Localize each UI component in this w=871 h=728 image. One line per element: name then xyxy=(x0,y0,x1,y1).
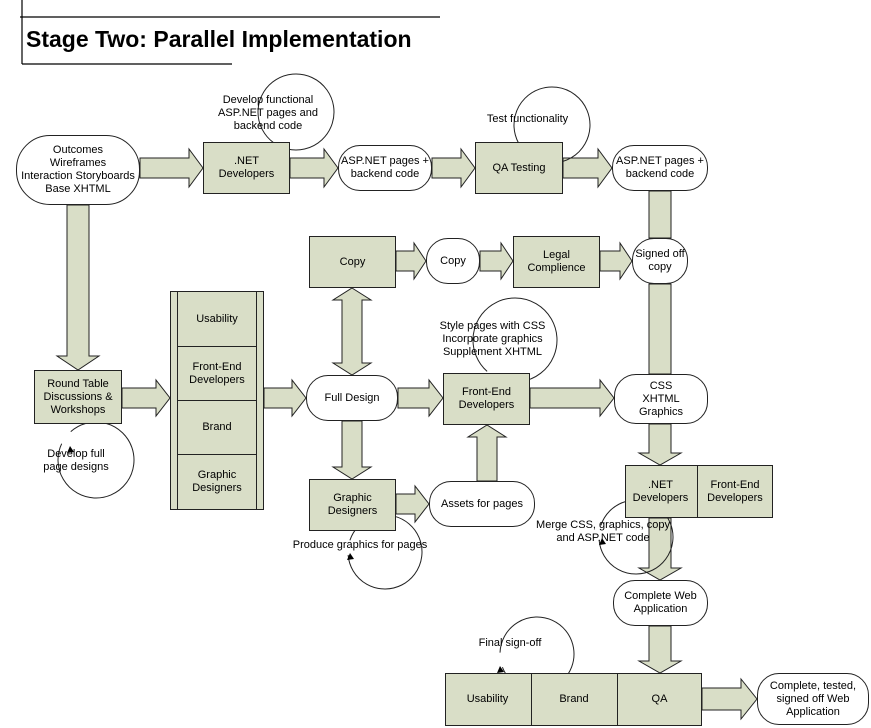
merge-front-end-developers: Front-End Developers xyxy=(707,478,763,504)
team-cell-graphic-designers: Graphic Designers xyxy=(177,455,257,509)
merge-net-developers: .NET Developers xyxy=(632,478,689,504)
complete-tested-node: Complete, tested, signed off Web Applica… xyxy=(757,673,869,725)
qa-testing-node: QA Testing xyxy=(475,142,563,194)
team-cell-front-end: Front-End Developers xyxy=(177,347,257,400)
aspnet-pages-node-2: ASP.NET pages + backend code xyxy=(612,145,708,191)
complete-web-app-node: Complete Web Application xyxy=(613,580,708,626)
merge-pair-node xyxy=(625,465,773,518)
arrow-frontend-to-css xyxy=(529,378,615,418)
final-divider xyxy=(617,674,618,725)
team-divider xyxy=(177,400,257,401)
arrow-outcomes-down xyxy=(55,204,101,371)
team-cell-usability: Usability xyxy=(177,292,257,346)
graphic-designers-node: Graphic Designers xyxy=(309,479,396,531)
arrow-aspnet2-down xyxy=(648,190,672,239)
note-develop-full-page: Develop full page designs xyxy=(43,448,109,473)
team-divider xyxy=(177,454,257,455)
legal-node: Legal Complience xyxy=(513,236,600,288)
team-cell-brand: Brand xyxy=(177,401,257,454)
css-xhtml-graphics-node: CSS XHTML Graphics xyxy=(614,374,708,424)
page-title: Stage Two: Parallel Implementation xyxy=(26,26,412,52)
note-merge-css: Merge CSS, graphics, copy and ASP.NET co… xyxy=(536,519,670,544)
arrow-assets-up xyxy=(466,424,508,482)
arrow-copy-fulldesign xyxy=(331,287,373,376)
arrow-fulldesign-down xyxy=(331,420,373,480)
arrow-css-down xyxy=(637,423,683,466)
arrow-team-to-fulldesign xyxy=(263,378,307,418)
team-stack: Usability Front-End Developers Brand Gra… xyxy=(170,291,264,510)
round-table-node: Round Table Discussions & Workshops xyxy=(34,370,122,424)
note-develop-functional: Develop functional ASP.NET pages and bac… xyxy=(218,93,318,132)
note-test-functionality: Test functionality xyxy=(486,112,569,125)
arrow-outcomes-to-net xyxy=(139,147,204,189)
copy-box-node: Copy xyxy=(309,236,396,288)
arrow-merge-down xyxy=(637,517,683,581)
merge-divider xyxy=(697,466,698,517)
aspnet-pages-node-1: ASP.NET pages + backend code xyxy=(338,145,432,191)
arrow-copybox-to-copypill xyxy=(395,241,427,281)
arrow-fulldesign-to-frontend xyxy=(397,378,444,418)
arrow-aspnet-to-qa xyxy=(431,147,476,189)
final-brand: Brand xyxy=(559,693,589,705)
loop-merge-css xyxy=(598,499,674,575)
arrow-qa-to-complete xyxy=(701,677,758,721)
front-end-developers-node: Front-End Developers xyxy=(443,373,530,425)
net-developers-node: .NET Developers xyxy=(203,142,290,194)
final-qa: QA xyxy=(651,693,668,705)
note-style-pages: Style pages with CSS Incorporate graphic… xyxy=(439,319,546,358)
team-divider xyxy=(177,346,257,347)
arrow-signed-down xyxy=(648,283,672,375)
signed-off-copy-node: Signed off copy xyxy=(632,238,688,284)
full-design-node: Full Design xyxy=(306,375,398,421)
arrow-net-to-aspnet xyxy=(289,147,339,189)
arrow-graphic-to-assets xyxy=(395,484,430,524)
final-divider xyxy=(531,674,532,725)
assets-for-pages-node: Assets for pages xyxy=(429,481,535,527)
arrow-qa-to-aspnet xyxy=(562,147,613,189)
arrow-roundtable-to-team xyxy=(121,378,171,418)
arrow-legal-to-signed xyxy=(599,241,633,281)
note-produce-graphics: Produce graphics for pages xyxy=(292,538,428,551)
note-final-signoff: Final sign-off xyxy=(478,636,542,649)
arrow-copypill-to-legal xyxy=(479,241,514,281)
copy-pill-node: Copy xyxy=(426,238,480,284)
final-usability: Usability xyxy=(466,693,509,705)
outcomes-node: Outcomes Wireframes Interaction Storyboa… xyxy=(16,135,140,205)
arrow-webapp-down xyxy=(637,625,683,674)
final-row-node xyxy=(445,673,702,726)
